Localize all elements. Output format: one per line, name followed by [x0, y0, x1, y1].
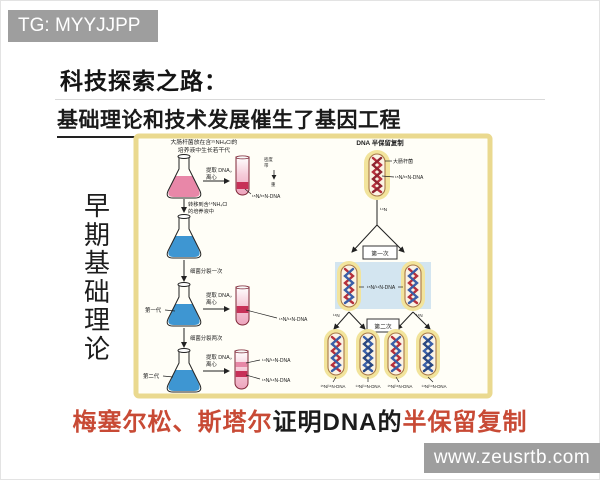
- extract-label: 提取 DNA，: [206, 291, 235, 299]
- meselson-stahl-diagram: 大肠杆菌放在含¹⁵NH₄Cl的 培养液中生长若干代 提取 DNA， 离心 密度 …: [133, 133, 493, 399]
- cell-gen2-4: [416, 329, 440, 379]
- gen1-dna-label: ¹⁵N/¹⁴N-DNA: [367, 285, 396, 291]
- caption-middle: 证明DNA的: [272, 409, 403, 436]
- watermark-telegram-text: TG: MYYJJPP: [18, 15, 141, 36]
- cell-gen1-right: [401, 261, 425, 311]
- page-title: 科技探索之路：: [60, 68, 228, 94]
- experiment-intro-line1: 大肠杆菌放在含¹⁵NH₄Cl的: [171, 138, 238, 146]
- vertical-char: 基: [83, 248, 110, 278]
- watermark-website: www.zeusrtb.com: [424, 443, 600, 473]
- cell-gen1-left: [337, 261, 361, 311]
- caption-scientists: 梅塞尔松、斯塔尔: [72, 409, 273, 436]
- watermark-website-text: www.zeusrtb.com: [433, 447, 591, 468]
- gen2-flask-label: 第二代: [143, 372, 160, 380]
- centrifuge-tube-gen1: [235, 285, 250, 326]
- cell-parent: [364, 150, 390, 200]
- band-note: 带: [264, 163, 269, 169]
- flask-generation1: [166, 282, 202, 327]
- gen2-dna-label-4: ¹⁴N/¹⁴N-DNA: [422, 384, 447, 389]
- round1-box-label: 第一次: [371, 250, 389, 258]
- extract-label: 提取 DNA，: [206, 353, 235, 361]
- replication-title: DNA 半保留复制: [356, 138, 404, 147]
- extract-label: 离心: [206, 173, 217, 181]
- transfer-label-line2: 的培养液中: [188, 207, 214, 215]
- title-divider: [55, 99, 545, 100]
- centrifuge-tube-gen2: [234, 349, 249, 390]
- vertical-section-label: 早 期 基 础 理 论: [82, 192, 112, 363]
- n14-label: ¹⁴N: [416, 313, 423, 318]
- extract-label: 提取 DNA，: [206, 166, 235, 174]
- tube1-label: ¹⁵N/¹⁵N-DNA: [252, 194, 281, 200]
- extract-label: 离心: [206, 360, 217, 368]
- gen2-dna-label-3: ¹⁵N/¹⁴N-DNA: [388, 384, 413, 389]
- gen2-dna-label-1: ¹⁵N/¹⁴N-DNA: [321, 384, 346, 389]
- replication-scheme: DNA 半保留复制 大肠杆菌 ¹⁵N/¹⁵N-DNA ¹⁴N 第一次: [321, 138, 447, 389]
- cell-gen2-2: [356, 329, 380, 379]
- transfer-label-line1: 转移到含¹⁴NH₄Cl: [188, 200, 227, 208]
- round2-box-label: 第二次: [374, 323, 392, 331]
- gen2-dna-label-2: ¹⁴N/¹⁴N-DNA: [356, 384, 381, 389]
- band-note-heavy: 重: [271, 181, 276, 187]
- round1-box: [362, 245, 398, 260]
- vertical-char: 期: [83, 219, 110, 250]
- vertical-char: 础: [83, 276, 110, 307]
- tube3-label-top: ¹⁴N/¹⁴N-DNA: [262, 358, 291, 364]
- flask-generation2: [166, 348, 202, 393]
- n14-label: ¹⁴N: [380, 207, 388, 213]
- extract-label: 离心: [206, 298, 217, 306]
- cell-gen2-3: [384, 329, 408, 379]
- experiment-flow: 大肠杆菌放在含¹⁵NH₄Cl的 培养液中生长若干代 提取 DNA， 离心 密度 …: [143, 138, 308, 393]
- divide-twice-label: 细菌分裂两次: [190, 334, 223, 342]
- flask-15n-culture: [166, 154, 202, 199]
- centrifuge-tube-parent: [235, 155, 250, 196]
- tube2-label: ¹⁵N/¹⁴N-DNA: [279, 317, 308, 323]
- ecoli-label: 大肠杆菌: [393, 158, 413, 165]
- vertical-char: 论: [83, 333, 110, 364]
- n14-label: ¹⁴N: [333, 313, 340, 318]
- experiment-intro-line2: 培养液中生长若干代: [178, 146, 230, 154]
- tube3-label-bottom: ¹⁵N/¹⁴N-DNA: [262, 378, 291, 384]
- divide-once-label: 细菌分裂一次: [190, 267, 223, 275]
- parent-dna-label: ¹⁵N/¹⁵N-DNA: [395, 175, 424, 181]
- vertical-char: 理: [83, 305, 110, 335]
- cell-gen2-1: [324, 329, 348, 379]
- flask-14n-culture: [166, 214, 202, 259]
- conclusion-caption: 梅塞尔松、斯塔尔证明DNA的半保留复制: [40, 402, 560, 437]
- band-note: 密度: [264, 156, 273, 163]
- vertical-char: 早: [83, 191, 110, 221]
- round2-box: [366, 318, 400, 333]
- caption-conclusion: 半保留复制: [402, 409, 528, 436]
- gen1-flask-label: 第一代: [145, 306, 162, 314]
- watermark-telegram: TG: MYYJJPP: [8, 10, 158, 42]
